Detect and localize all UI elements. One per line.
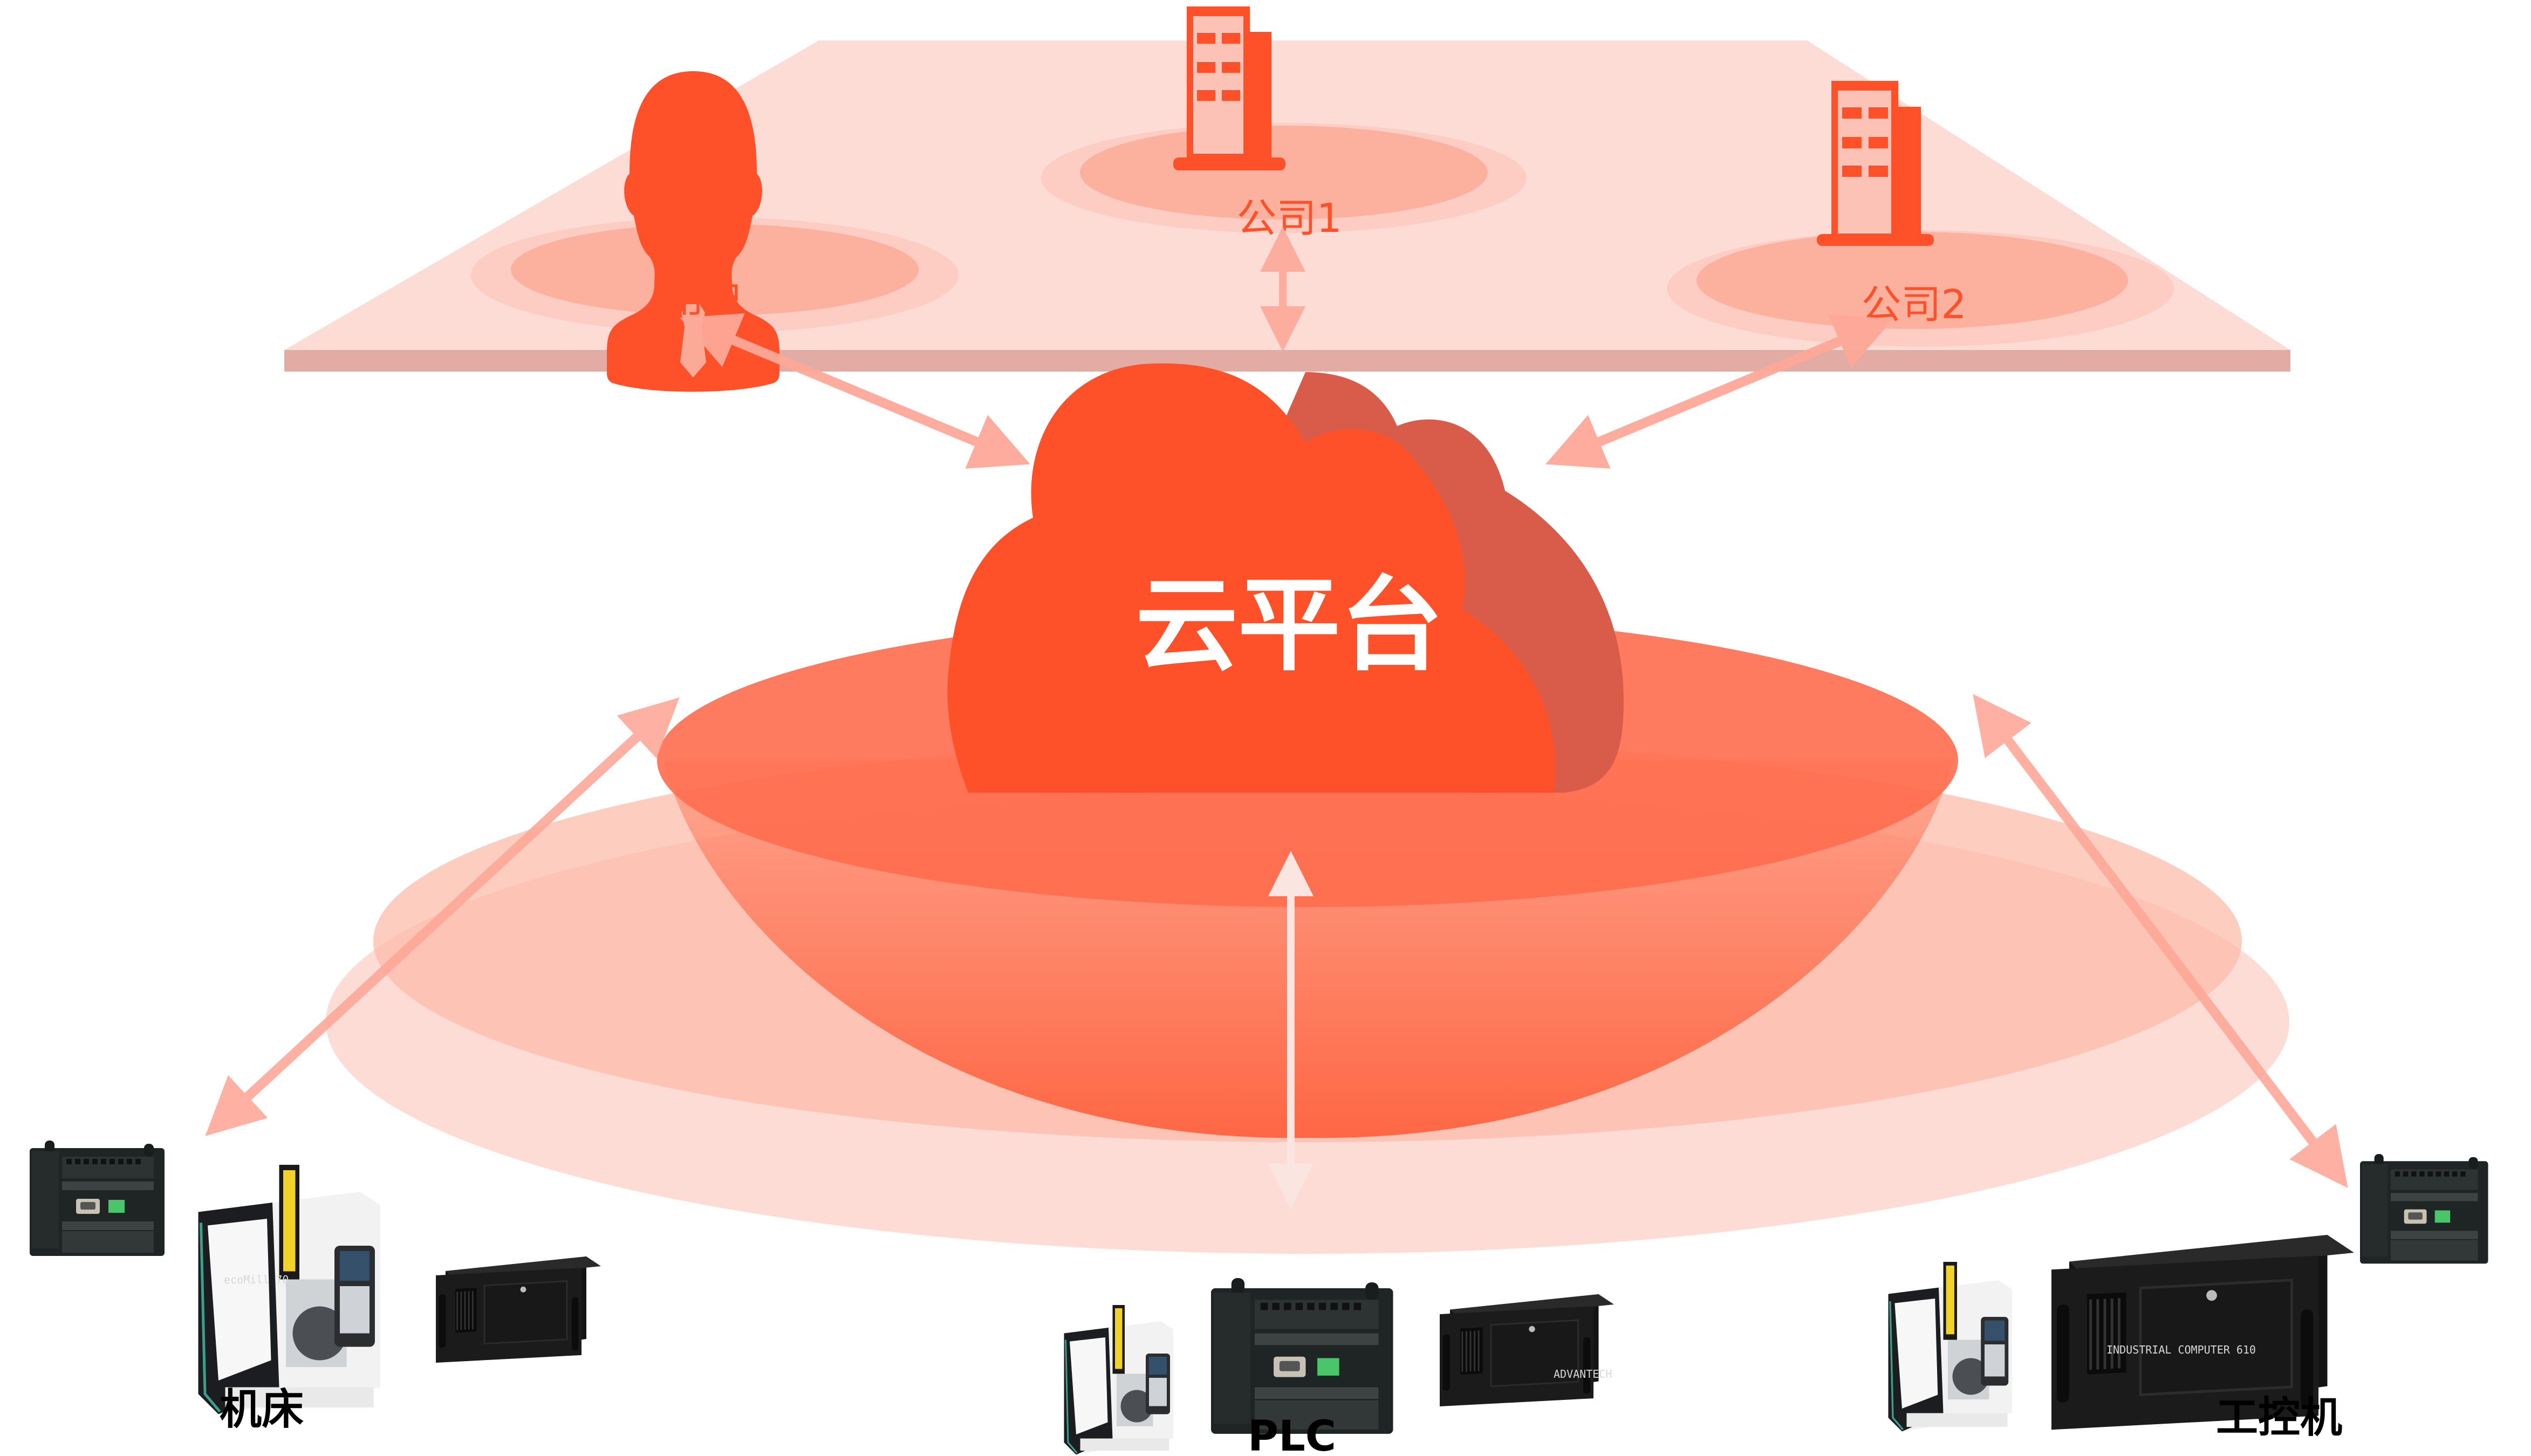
ipc-model-text: INDUSTRIAL COMPUTER 610 xyxy=(2106,1343,2256,1356)
cloud-body xyxy=(947,363,1556,793)
industrial-pc-icon xyxy=(1439,1293,1615,1407)
user-label: 用户 xyxy=(664,275,744,321)
cnc-machine-icon xyxy=(1887,1261,2013,1433)
arrow-company2-cloud xyxy=(1545,314,1893,469)
company2-building-icon xyxy=(1817,81,1934,246)
device-group-plc: ADVANTECH PLC xyxy=(1063,1278,1615,1456)
plc-icon xyxy=(2360,1154,2488,1264)
plc-icon xyxy=(1211,1278,1393,1434)
device-group-machine-tool: ecoMill 70 机床 xyxy=(30,1141,602,1434)
device-group-ipc: INDUSTRIAL COMPUTER 610 工控机 xyxy=(1887,1154,2488,1442)
industrial-pc-icon xyxy=(435,1255,602,1364)
arrow-user-cloud xyxy=(680,313,1030,469)
company1-halo-inner xyxy=(1080,126,1488,219)
cnc-machine-icon xyxy=(199,1165,381,1414)
ipc-label: 工控机 xyxy=(2216,1393,2342,1442)
cloud-icon xyxy=(947,363,1624,793)
plc-icon xyxy=(30,1141,165,1256)
company2-label: 公司2 xyxy=(1861,281,1966,328)
company2-halo-inner xyxy=(1697,232,2128,329)
company1-building-icon xyxy=(1173,6,1285,170)
company1-label: 公司1 xyxy=(1236,195,1342,242)
arrow-cloud-machinetool xyxy=(205,697,680,1136)
cloud-label: 云平台 xyxy=(1135,566,1443,685)
arrow-cloud-ipc xyxy=(1973,693,2348,1189)
cnc-machine-icon xyxy=(1063,1304,1174,1455)
platform-edge xyxy=(284,350,2290,372)
machine-tool-label: 机床 xyxy=(220,1385,304,1434)
ipc-brand-text: ADVANTECH xyxy=(1554,1368,1612,1381)
mill-model-text: ecoMill 70 xyxy=(224,1273,289,1286)
plc-label: PLC xyxy=(1248,1412,1336,1456)
connection-arrows xyxy=(205,226,2348,1209)
